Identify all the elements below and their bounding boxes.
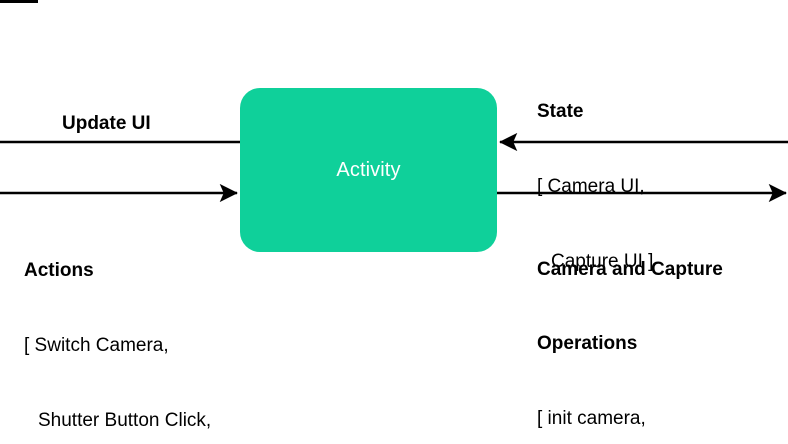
camera-operations-heading-line2: Operations (537, 333, 638, 354)
camera-operations-heading-line1: Camera and Capture (537, 259, 723, 280)
edge-label-camera-operations-block: Camera and Capture Operations [ init cam… (537, 208, 723, 444)
state-item: [ Camera UI, (537, 176, 645, 197)
actions-item: Shutter Button Click, (38, 410, 212, 431)
actions-heading: Actions (24, 260, 94, 281)
edge-label-actions-block: Actions [ Switch Camera, Shutter Button … (24, 209, 258, 444)
activity-node-shape[interactable] (240, 88, 497, 252)
corner-marker-bar (0, 0, 38, 3)
state-heading: State (537, 101, 584, 122)
edge-label-update-ui: Update UI (62, 113, 151, 134)
state-item: Capture UI ] (551, 251, 654, 272)
camera-operations-item: [ init camera, (537, 408, 646, 429)
actions-item: [ Switch Camera, (24, 335, 169, 356)
edge-label-state-block: State [ Camera UI, Capture UI ] (537, 50, 653, 324)
